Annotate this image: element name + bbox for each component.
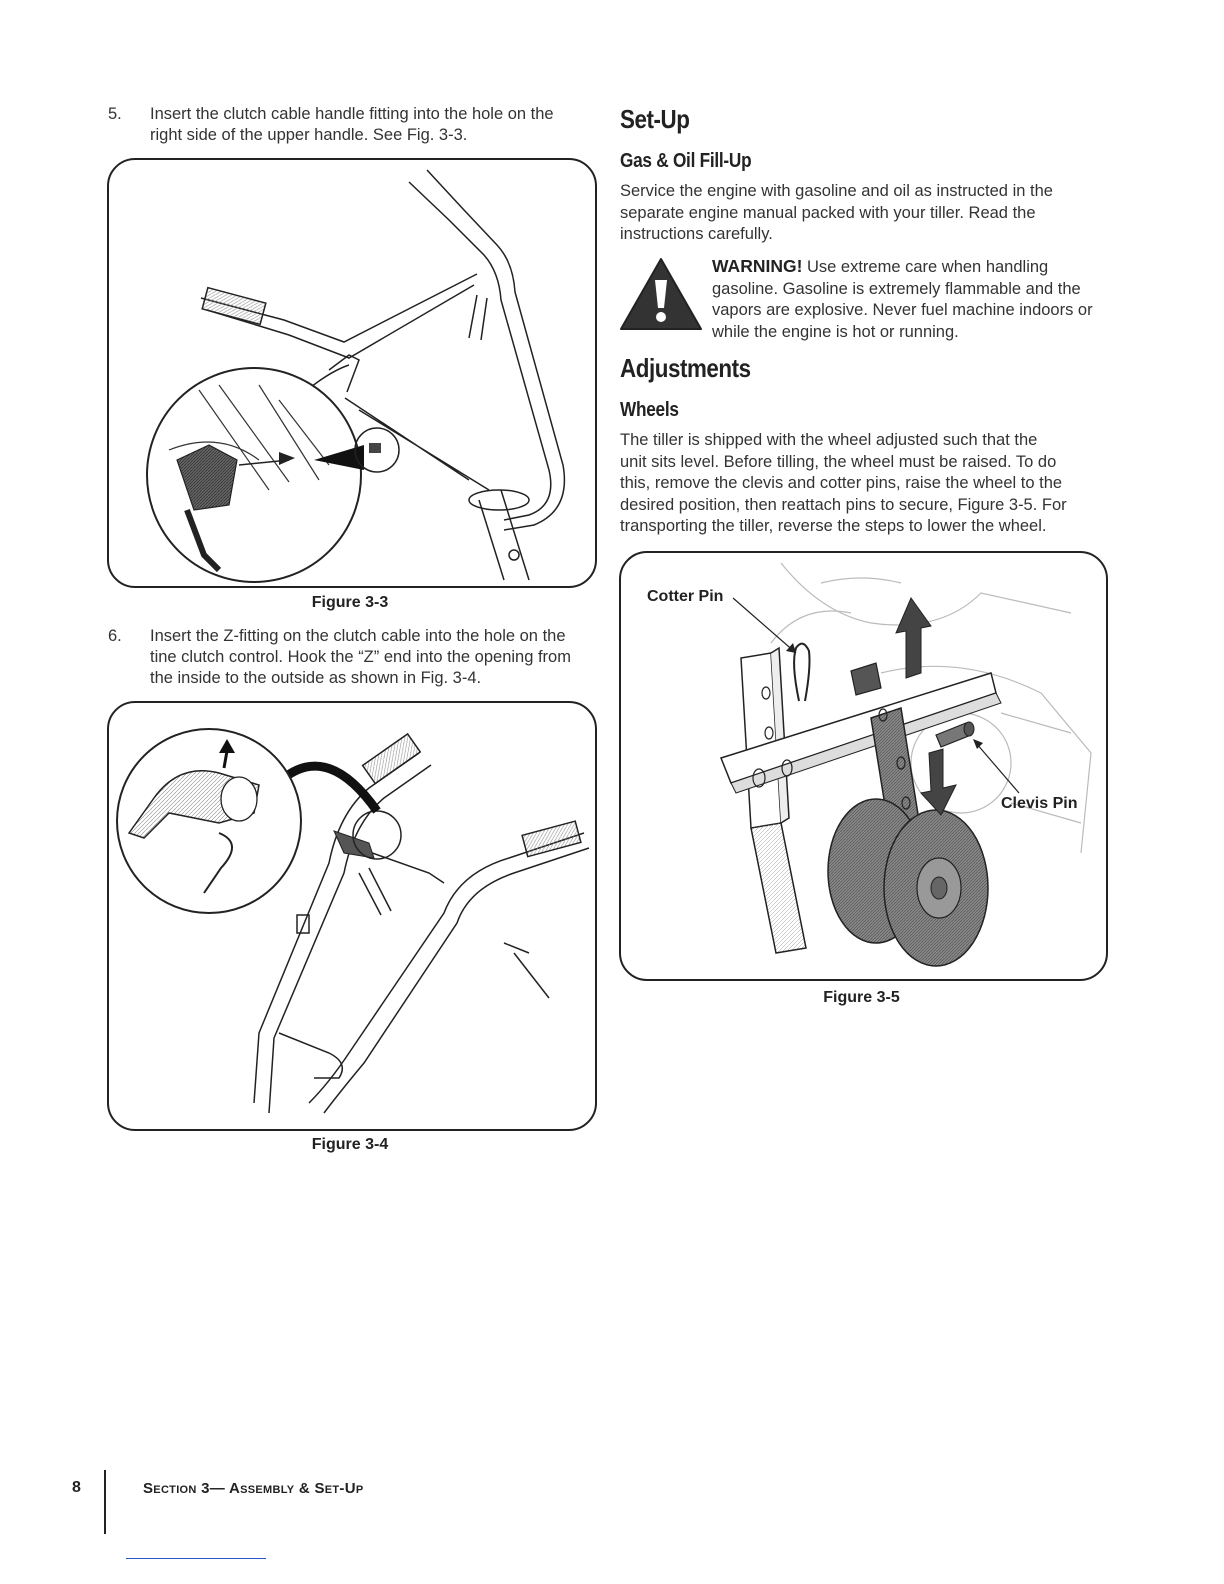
page-number: 8 [72, 1479, 81, 1496]
setup-heading: Set-Up [620, 104, 690, 134]
paragraph-line: desired position, then reattach pins to … [620, 495, 1067, 514]
step-line: right side of the upper handle. See Fig.… [150, 126, 468, 144]
step-line: the inside to the outside as shown in Fi… [150, 669, 482, 687]
paragraph-line: separate engine manual packed with your … [620, 203, 1036, 222]
wheels-paragraph: The tiller is shipped with the wheel adj… [620, 430, 1110, 538]
step-5: 5. Insert the clutch cable handle fittin… [108, 104, 598, 148]
step-line: Insert the clutch cable handle fitting i… [150, 105, 554, 123]
step-number: 5. [108, 105, 122, 123]
warning-text: WARNING! Use extreme care when handling … [712, 256, 1112, 343]
step-line: Insert the Z-fitting on the clutch cable… [150, 627, 566, 645]
gas-oil-heading: Gas & Oil Fill-Up [620, 150, 752, 172]
wheels-heading: Wheels [620, 399, 679, 421]
warning-line: while the engine is hot or running. [712, 322, 959, 341]
step-number: 6. [108, 627, 122, 645]
warning-title: WARNING! [712, 256, 803, 276]
paragraph-line: this, remove the clevis and cotter pins,… [620, 474, 1063, 492]
figure-3-3-illustration [146, 169, 566, 583]
footer-divider [104, 1470, 106, 1534]
figure-3-5-illustration [720, 562, 1092, 967]
gas-oil-paragraph: Service the engine with gasoline and oil… [620, 181, 1100, 246]
paragraph-line: unit sits level. Before tilling, the whe… [620, 452, 1057, 471]
figure-3-3 [107, 158, 597, 588]
adjustments-heading: Adjustments [620, 353, 751, 383]
warning-line: vapors are explosive. Never fuel machine… [712, 301, 1093, 319]
figure-3-3-caption: Figure 3-3 [311, 594, 389, 611]
step-text: Insert the Z-fitting on the clutch cable… [150, 626, 571, 689]
warning-first-line-rest: Use extreme care when handling [802, 258, 1049, 276]
figure-3-4-illustration [116, 728, 590, 1114]
figure-3-4 [107, 701, 597, 1131]
paragraph-line: The tiller is shipped with the wheel adj… [620, 431, 1038, 449]
warning-line: gasoline. Gasoline is extremely flammabl… [712, 279, 1081, 298]
figure-3-4-caption: Figure 3-4 [311, 1136, 389, 1153]
figure-3-5-caption: Figure 3-5 [823, 989, 900, 1006]
step-text: Insert the clutch cable handle fitting i… [150, 104, 554, 146]
step-6: 6. Insert the Z-fitting on the clutch ca… [108, 626, 598, 692]
paragraph-line: Service the engine with gasoline and oil… [620, 182, 1053, 200]
step-line: tine clutch control. Hook the “Z” end in… [150, 648, 571, 666]
paragraph-line: transporting the tiller, reverse the ste… [620, 517, 1047, 535]
clevis-pin-label: Clevis Pin [1001, 795, 1078, 812]
cotter-pin-label: Cotter Pin [647, 588, 724, 605]
figure-3-5: Cotter Pin Clevis Pin [619, 551, 1108, 981]
paragraph-line: instructions carefully. [620, 225, 773, 243]
footer-rule [126, 1558, 266, 1559]
warning-icon [620, 258, 702, 330]
warning-first-line: WARNING! Use extreme care when handling [712, 256, 1112, 279]
section-title: Section 3— Assembly & Set-Up [143, 1480, 364, 1497]
detail-magnifier [146, 367, 362, 583]
